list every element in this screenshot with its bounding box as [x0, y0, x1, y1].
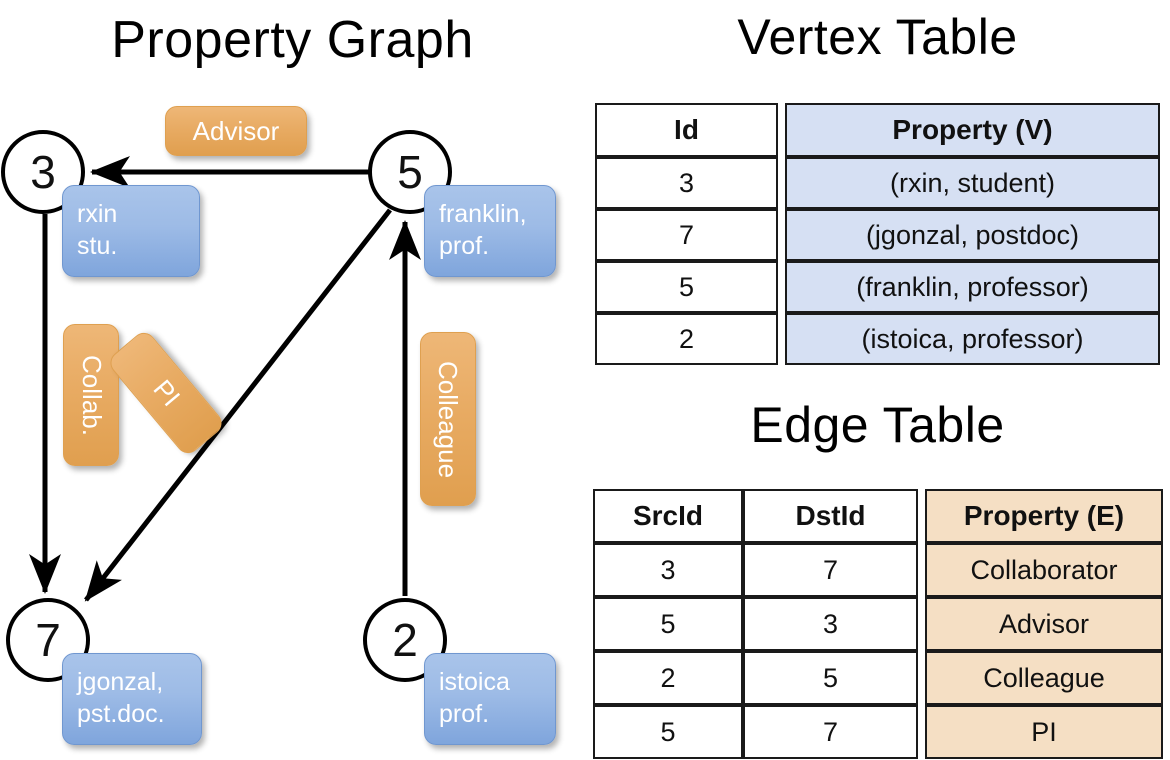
edge-label-colleague: Colleague [420, 332, 476, 506]
column-gap [778, 261, 785, 313]
vertex-header-property: Property (V) [785, 103, 1160, 157]
table-row: 3 (rxin, student) [595, 157, 1160, 209]
property-graph-title: Property Graph [111, 11, 474, 69]
edge-table: SrcId DstId Property (E) 3 7 Collaborato… [593, 489, 1163, 759]
edge-label-advisor-text: Advisor [192, 115, 280, 146]
column-gap [918, 597, 925, 651]
node-property-5-line1: franklin, [439, 200, 527, 228]
edge-cell-srcid: 5 [593, 597, 743, 651]
column-gap [778, 209, 785, 261]
edge-table-title: Edge Table [750, 397, 1005, 453]
table-row: 2 5 Colleague [593, 651, 1163, 705]
node-property-3-line2: stu. [77, 232, 118, 260]
graph-edges-svg [29, 156, 421, 602]
table-row: 5 3 Advisor [593, 597, 1163, 651]
vertex-cell-property: (rxin, student) [785, 157, 1160, 209]
table-row: 7 (jgonzal, postdoc) [595, 209, 1160, 261]
vertex-cell-property: (jgonzal, postdoc) [785, 209, 1160, 261]
edge-cell-property: Advisor [925, 597, 1163, 651]
vertex-header-id: Id [595, 103, 778, 157]
node-property-3-line1: rxin [77, 200, 118, 228]
vertex-table-title: Vertex Table [737, 9, 1018, 65]
column-gap [918, 651, 925, 705]
vertex-table: Id Property (V) 3 (rxin, student) 7 (jgo… [595, 103, 1160, 365]
edge-header-property: Property (E) [925, 489, 1163, 543]
graph-node-5[interactable]: 5 [368, 130, 452, 214]
edge-label-pi-text: PI [146, 373, 186, 412]
vertex-cell-id: 2 [595, 313, 778, 365]
property-graph-diagram: Advisor Collab. PI Colleague 3 5 7 2 rxi… [1, 106, 556, 745]
vertex-table-header-row: Id Property (V) [595, 103, 1160, 157]
table-row: 3 7 Collaborator [593, 543, 1163, 597]
table-row: 5 (franklin, professor) [595, 261, 1160, 313]
graph-node-7-label: 7 [35, 614, 61, 666]
node-property-box-3: rxin stu. [62, 185, 200, 277]
table-row: 5 7 PI [593, 705, 1163, 759]
edge-cell-dstid: 7 [743, 705, 918, 759]
column-gap [918, 705, 925, 759]
vertex-cell-id: 5 [595, 261, 778, 313]
node-property-7-line2: pst.doc. [77, 700, 165, 728]
node-property-5-line2: prof. [439, 232, 490, 260]
edge-line-5-to-7 [84, 208, 392, 602]
edge-label-collab-text: Collab. [76, 354, 107, 436]
edge-table-header-row: SrcId DstId Property (E) [593, 489, 1163, 543]
edge-cell-property: Colleague [925, 651, 1163, 705]
node-property-box-2: istoica prof. [424, 653, 556, 745]
edge-cell-dstid: 5 [743, 651, 918, 705]
vertex-cell-id: 3 [595, 157, 778, 209]
edge-cell-srcid: 3 [593, 543, 743, 597]
graph-node-3-label: 3 [30, 146, 56, 198]
node-property-7-line1: jgonzal, [77, 668, 164, 696]
column-gap [778, 157, 785, 209]
graph-node-2-label: 2 [392, 614, 418, 666]
edge-cell-property: Collaborator [925, 543, 1163, 597]
edge-cell-srcid: 5 [593, 705, 743, 759]
edge-cell-dstid: 7 [743, 543, 918, 597]
vertex-cell-property: (franklin, professor) [785, 261, 1160, 313]
node-property-2-line2: prof. [439, 700, 490, 728]
graph-node-5-label: 5 [397, 146, 423, 198]
graph-node-2[interactable]: 2 [363, 598, 447, 682]
edge-label-colleague-text: Colleague [433, 360, 464, 478]
column-gap [778, 313, 785, 365]
edge-header-dstid: DstId [743, 489, 918, 543]
vertex-cell-id: 7 [595, 209, 778, 261]
node-property-2-line1: istoica [439, 668, 510, 696]
edge-cell-property: PI [925, 705, 1163, 759]
node-property-box-7: jgonzal, pst.doc. [62, 653, 202, 745]
table-row: 2 (istoica, professor) [595, 313, 1160, 365]
column-gap [918, 489, 925, 543]
edge-cell-srcid: 2 [593, 651, 743, 705]
edge-label-advisor: Advisor [165, 106, 307, 156]
column-gap [918, 543, 925, 597]
vertex-cell-property: (istoica, professor) [785, 313, 1160, 365]
edge-label-collab: Collab. [63, 324, 119, 466]
edge-header-srcid: SrcId [593, 489, 743, 543]
column-gap [778, 103, 785, 157]
edge-cell-dstid: 3 [743, 597, 918, 651]
node-property-box-5: franklin, prof. [424, 185, 556, 277]
